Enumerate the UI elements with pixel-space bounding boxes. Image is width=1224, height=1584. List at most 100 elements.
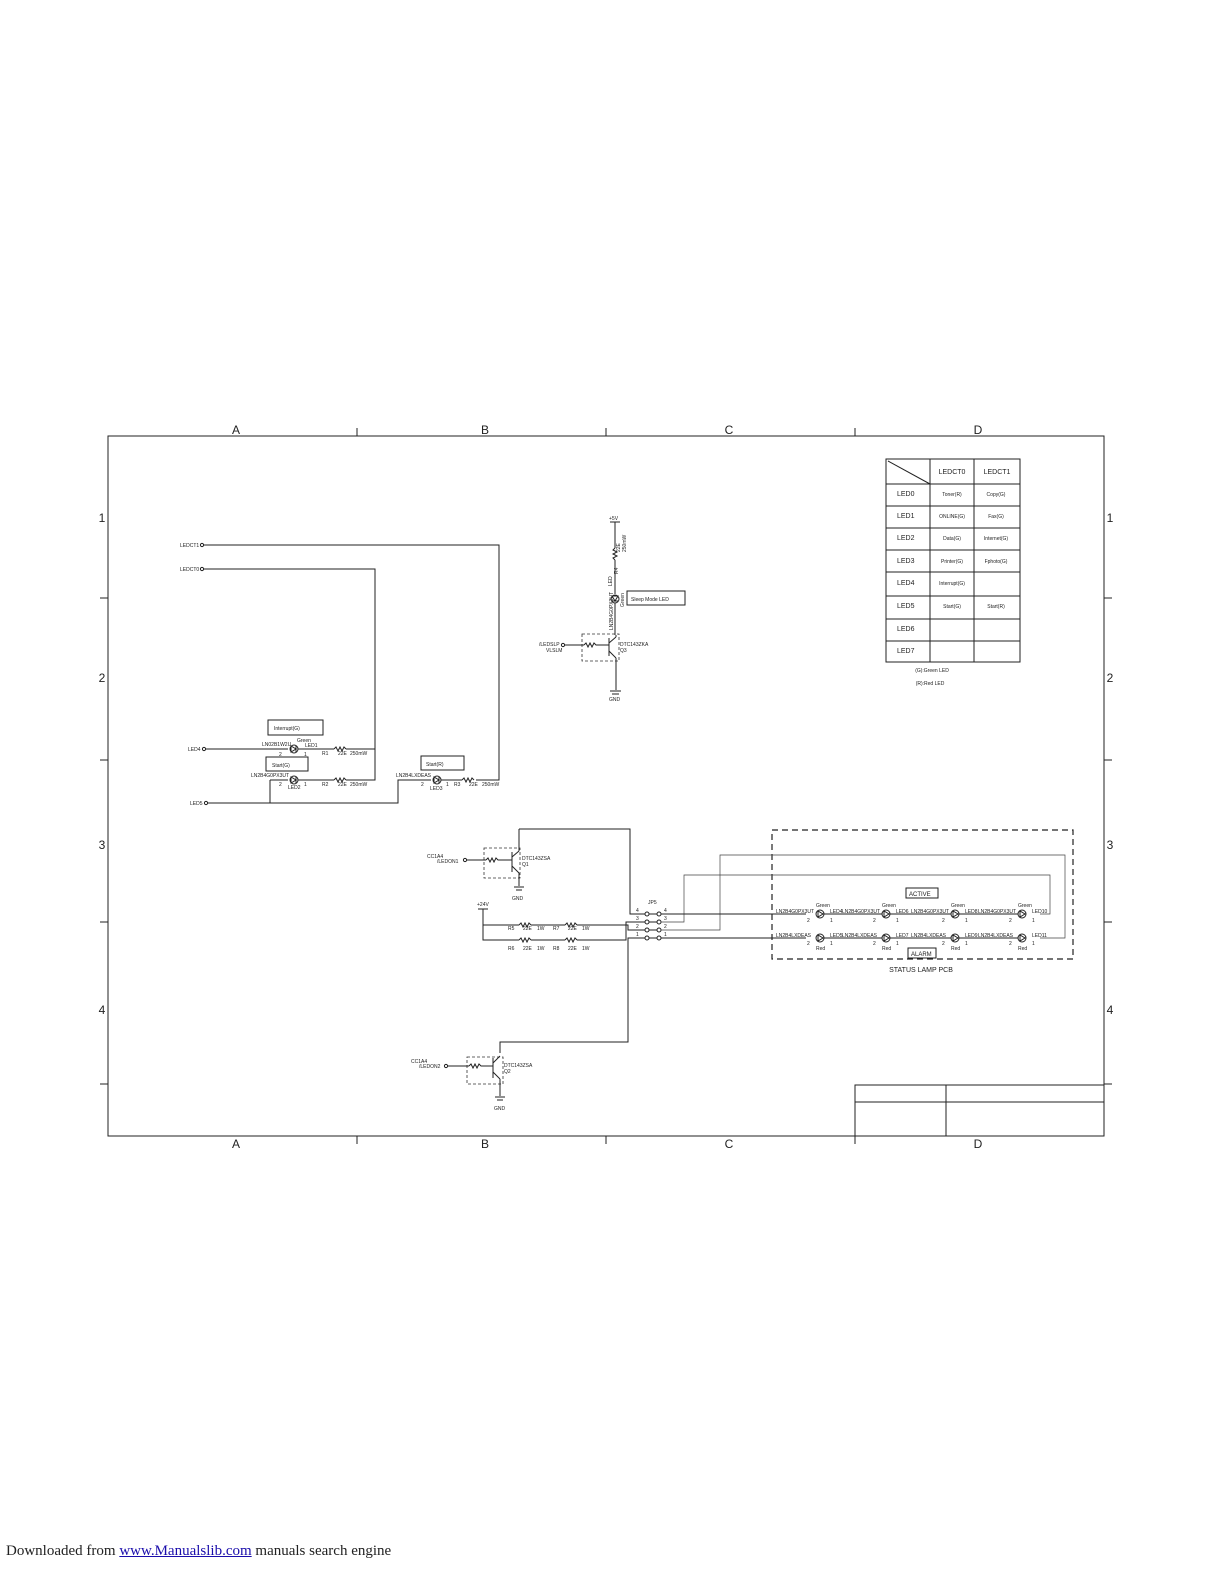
status-lamp-pcb xyxy=(771,829,1074,960)
status-led-part: LN2B4LXDEAS xyxy=(911,933,947,939)
jp5-label: JP5 xyxy=(648,900,657,906)
led1-ref: LED1 xyxy=(305,743,318,749)
row-label: 2 xyxy=(99,671,106,685)
title-block xyxy=(854,1084,1105,1137)
jp5-connector: 4 3 2 1 4 3 2 1 xyxy=(636,908,667,941)
col-label: B xyxy=(481,1137,489,1151)
status-led-color: Green xyxy=(951,903,965,909)
led2-pin2: 2 xyxy=(279,782,282,788)
q1-gnd: GND xyxy=(512,896,524,902)
status-led-symbol xyxy=(817,934,824,942)
led1-w: 250mW xyxy=(350,751,368,757)
row-label: 1 xyxy=(1107,511,1114,525)
sleep-led-ref: LED xyxy=(608,576,614,586)
footer-link[interactable]: www.Manualslib.com xyxy=(119,1543,252,1559)
status-led-ref: LED7 xyxy=(896,933,909,939)
r6-label: R6 xyxy=(508,946,515,952)
pcb-label: STATUS LAMP PCB xyxy=(889,967,953,974)
led3-res: R3 xyxy=(454,782,461,788)
sleep-res-val: 22E xyxy=(616,542,622,552)
r7-w: 1W xyxy=(582,926,590,932)
frame-ticks xyxy=(100,428,1112,1144)
q1-part: DTC143ZSA xyxy=(522,856,551,862)
box-interrupt: Interrupt(G) xyxy=(274,726,300,732)
status-led-part: LN2B4LXDEAS xyxy=(776,933,812,939)
r8-label: R8 xyxy=(553,946,560,952)
status-led-pin2: 2 xyxy=(807,918,810,924)
sleep-res-w: 250mW xyxy=(622,534,628,552)
r5-label: R5 xyxy=(508,926,515,932)
jp5-pin2: 2 xyxy=(636,924,639,930)
footer-suffix: manuals search engine xyxy=(255,1543,392,1559)
status-led-color: Green xyxy=(1018,903,1032,909)
table-header-ledct0: LEDCT0 xyxy=(939,469,966,476)
status-led-symbol xyxy=(952,934,959,942)
status-led-pin2: 2 xyxy=(1009,918,1012,924)
row-label: 2 xyxy=(1107,671,1114,685)
sleep-gnd: GND xyxy=(609,697,621,703)
alarm-label: ALARM xyxy=(911,952,932,958)
status-led-color: Red xyxy=(882,946,891,952)
led2-part: LN2B4G0PX3UT xyxy=(251,773,289,779)
status-led-symbol xyxy=(883,910,890,918)
table-cell-ct0: ONLINE(G) xyxy=(939,514,965,520)
jp5-pin4: 4 xyxy=(636,908,639,914)
status-led-symbol xyxy=(1019,910,1026,918)
status-led-pin1: 1 xyxy=(830,918,833,924)
led3-w: 250mW xyxy=(482,782,500,788)
table-cell-ct1: Copy(G) xyxy=(987,492,1006,498)
table-led-name: LED3 xyxy=(897,558,915,565)
jp5-pin1: 1 xyxy=(636,932,639,938)
q1-sig1: CC1A4 xyxy=(427,854,443,860)
table-cell-ct0: Toner(R) xyxy=(942,492,962,498)
status-led-part: LN2B4LXDEAS xyxy=(842,933,878,939)
led3-pin2: 2 xyxy=(421,782,424,788)
jp5-pin3b: 3 xyxy=(664,916,667,922)
status-led-ref: LED6 xyxy=(896,909,909,915)
footer: Downloaded from www.Manualslib.com manua… xyxy=(6,1543,391,1560)
status-led-pin2: 2 xyxy=(873,918,876,924)
led2-val: 22E xyxy=(338,782,348,788)
row-label: 4 xyxy=(1107,1003,1114,1017)
q2-sig2: /LEDON2 xyxy=(419,1064,441,1070)
table-led-name: LED6 xyxy=(897,626,915,633)
r8-w: 1W xyxy=(582,946,590,952)
status-lamp-section: CC1A4 /LEDON1 DTC143ZSA Q1 GND +24V R5 2… xyxy=(411,828,1074,1112)
table-cell-ct1: Fax(G) xyxy=(988,514,1004,520)
jp5-pin4b: 4 xyxy=(664,908,667,914)
table-led-name: LED2 xyxy=(897,535,915,542)
status-led-pin1: 1 xyxy=(1032,918,1035,924)
net-label-ledct1: LEDCT1 xyxy=(180,543,199,549)
led1-pin1: 1 xyxy=(304,752,307,758)
status-led-part: LN2B4G0PX3UT xyxy=(842,909,880,915)
r5-val: 22E xyxy=(523,926,533,932)
led1-color: Green xyxy=(297,738,311,744)
status-led-ref: LED10 xyxy=(1032,909,1048,915)
row-labels-left: 1 2 3 4 xyxy=(99,511,106,1017)
q1-sig2: /LEDON1 xyxy=(437,859,459,865)
q2-ref: Q2 xyxy=(504,1069,511,1075)
box-start-r: Start(R) xyxy=(426,762,444,768)
table-cell-ct0: Start(G) xyxy=(943,604,961,610)
net-label-led4: LED4 xyxy=(188,747,201,753)
row-label: 3 xyxy=(99,838,106,852)
jp5-pin2b: 2 xyxy=(664,924,667,930)
q1-ref: Q1 xyxy=(522,862,529,868)
led1-res: R1 xyxy=(322,751,329,757)
column-labels-top: A B C D xyxy=(232,423,983,437)
led2-ref: LED2 xyxy=(288,785,301,791)
table-cell-ct0: Printer(G) xyxy=(941,559,963,565)
r7-val: 22E xyxy=(568,926,578,932)
q2-part: DTC143ZSA xyxy=(504,1063,533,1069)
status-led-pin1: 1 xyxy=(965,941,968,947)
r8-val: 22E xyxy=(568,946,578,952)
status-led-pin1: 1 xyxy=(896,918,899,924)
led2-pin1: 1 xyxy=(304,782,307,788)
status-led-color: Green xyxy=(882,903,896,909)
status-led-part: LN2B4G0PX3UT xyxy=(911,909,949,915)
status-led-symbol xyxy=(1019,934,1026,942)
vcc-24v: +24V xyxy=(477,902,489,908)
